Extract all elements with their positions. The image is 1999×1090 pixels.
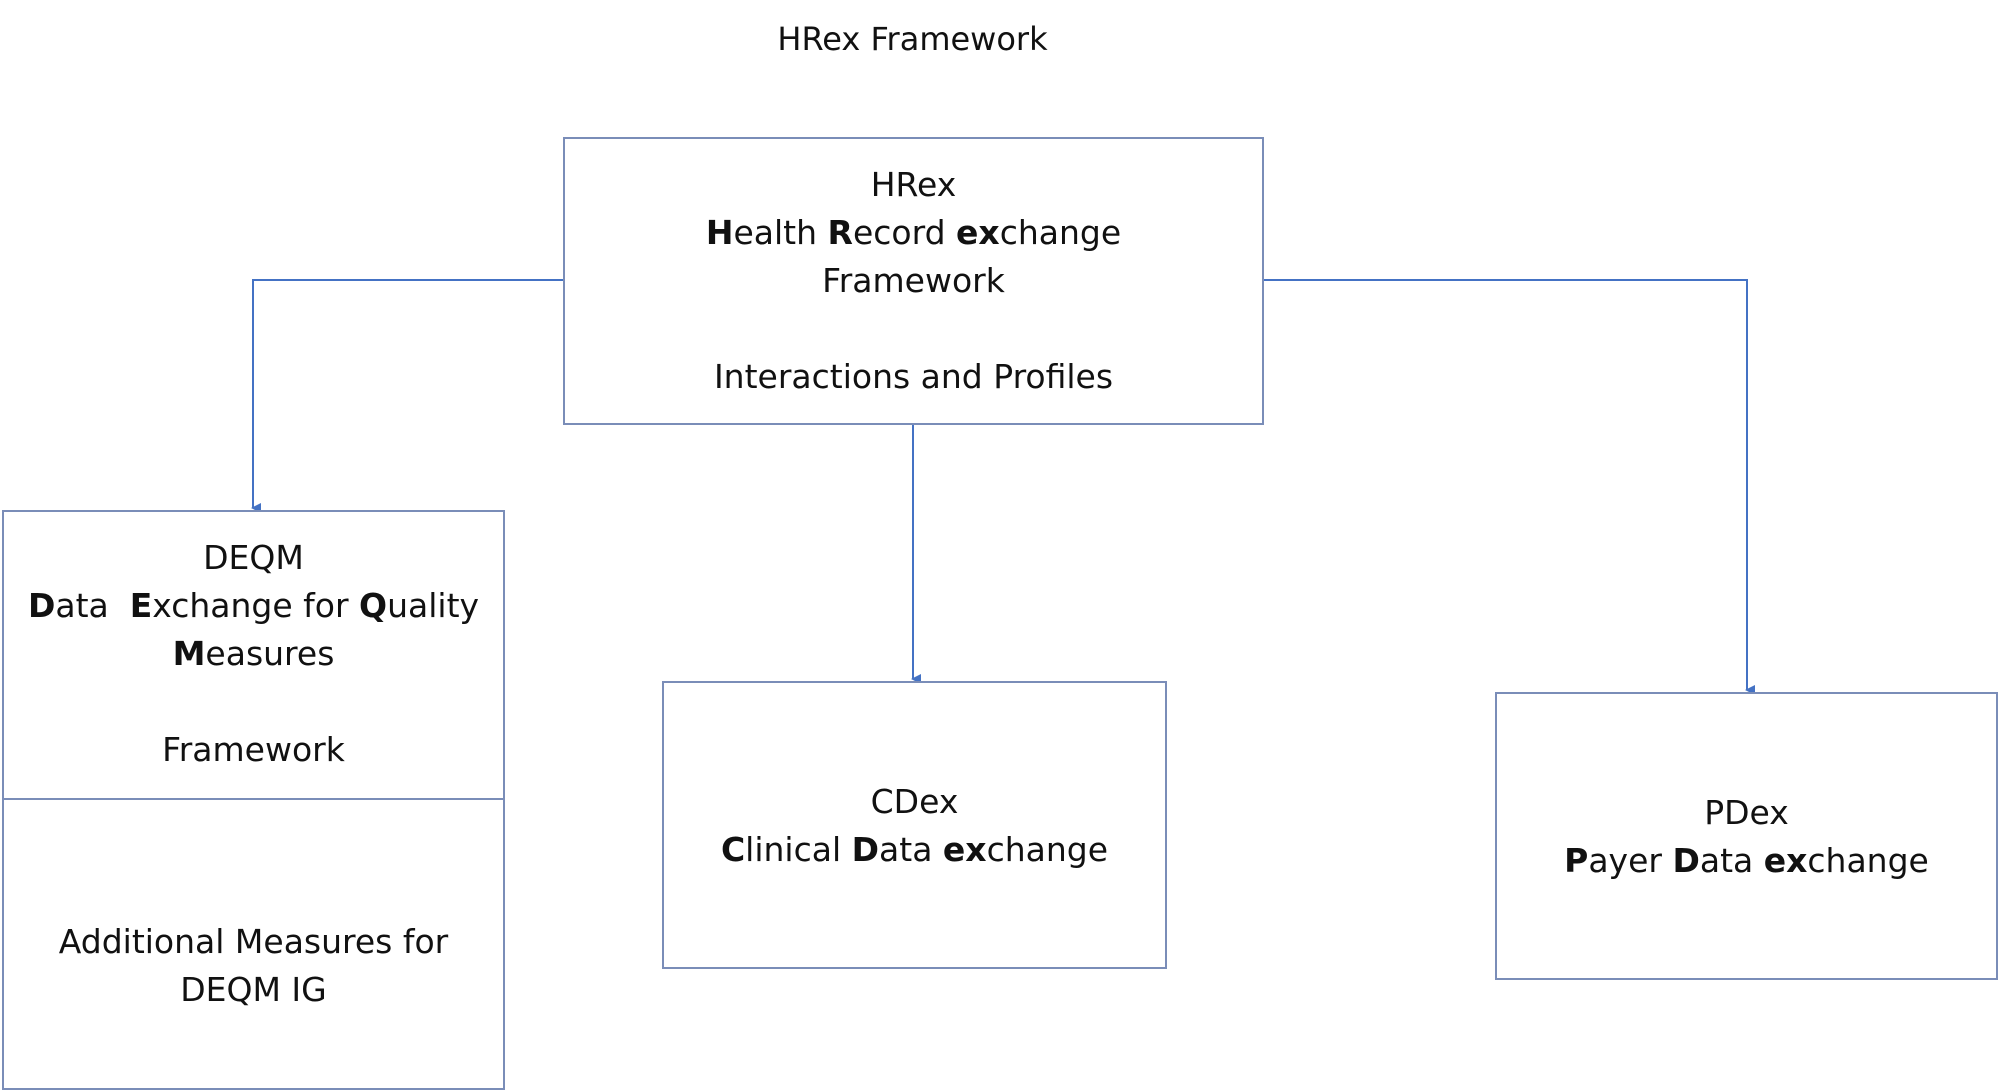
hrex-note: Interactions and Profiles [713, 357, 1114, 396]
emphasis-letter: H [705, 213, 734, 252]
deqm-name-line-2: Measures [172, 634, 335, 673]
deqm-subtitle: Framework [162, 730, 345, 769]
cdex-abbr: CDex [870, 782, 959, 821]
emphasis-letter: D [1672, 841, 1700, 880]
cdex-box: CDex Clinical Data exchange [662, 681, 1167, 969]
hrex-full-name: Health Record exchange [705, 213, 1122, 252]
deqm-name-line-1: Data Exchange for Quality [27, 586, 480, 625]
emphasis-letter: ex [956, 213, 1000, 252]
deqm-abbr: DEQM [203, 538, 304, 577]
deqm-additional-box: Additional Measures for DEQM IG [2, 798, 505, 1090]
emphasis-letter: D [27, 586, 56, 625]
emphasis-letter: P [1564, 841, 1589, 880]
deqm-additional-line-1: Additional Measures for [58, 922, 449, 961]
pdex-box: PDex Payer Data exchange [1495, 692, 1998, 980]
emphasis-letter: Q [359, 586, 388, 625]
pdex-full-name: Payer Data exchange [1564, 841, 1929, 880]
emphasis-letter: M [172, 634, 206, 673]
hrex-subtitle: Framework [822, 261, 1005, 300]
diagram-title: HRex Framework [777, 20, 1048, 58]
pdex-abbr: PDex [1704, 793, 1789, 832]
connector-hrex-to-deqm [251, 279, 563, 513]
cdex-full-name: Clinical Data exchange [720, 830, 1109, 869]
emphasis-letter: C [720, 830, 746, 869]
emphasis-letter: ex [1763, 841, 1808, 880]
emphasis-letter: R [827, 213, 853, 252]
emphasis-letter: D [851, 830, 880, 869]
deqm-box: DEQM Data Exchange for Quality Measures … [2, 510, 505, 800]
emphasis-letter: ex [942, 830, 987, 869]
connector-hrex-to-pdex [1264, 279, 1755, 695]
hrex-box: HRex Health Record exchange Framework In… [563, 137, 1264, 425]
hrex-abbr: HRex [870, 165, 957, 204]
deqm-additional-line-2: DEQM IG [180, 970, 327, 1009]
emphasis-letter: E [129, 586, 153, 625]
